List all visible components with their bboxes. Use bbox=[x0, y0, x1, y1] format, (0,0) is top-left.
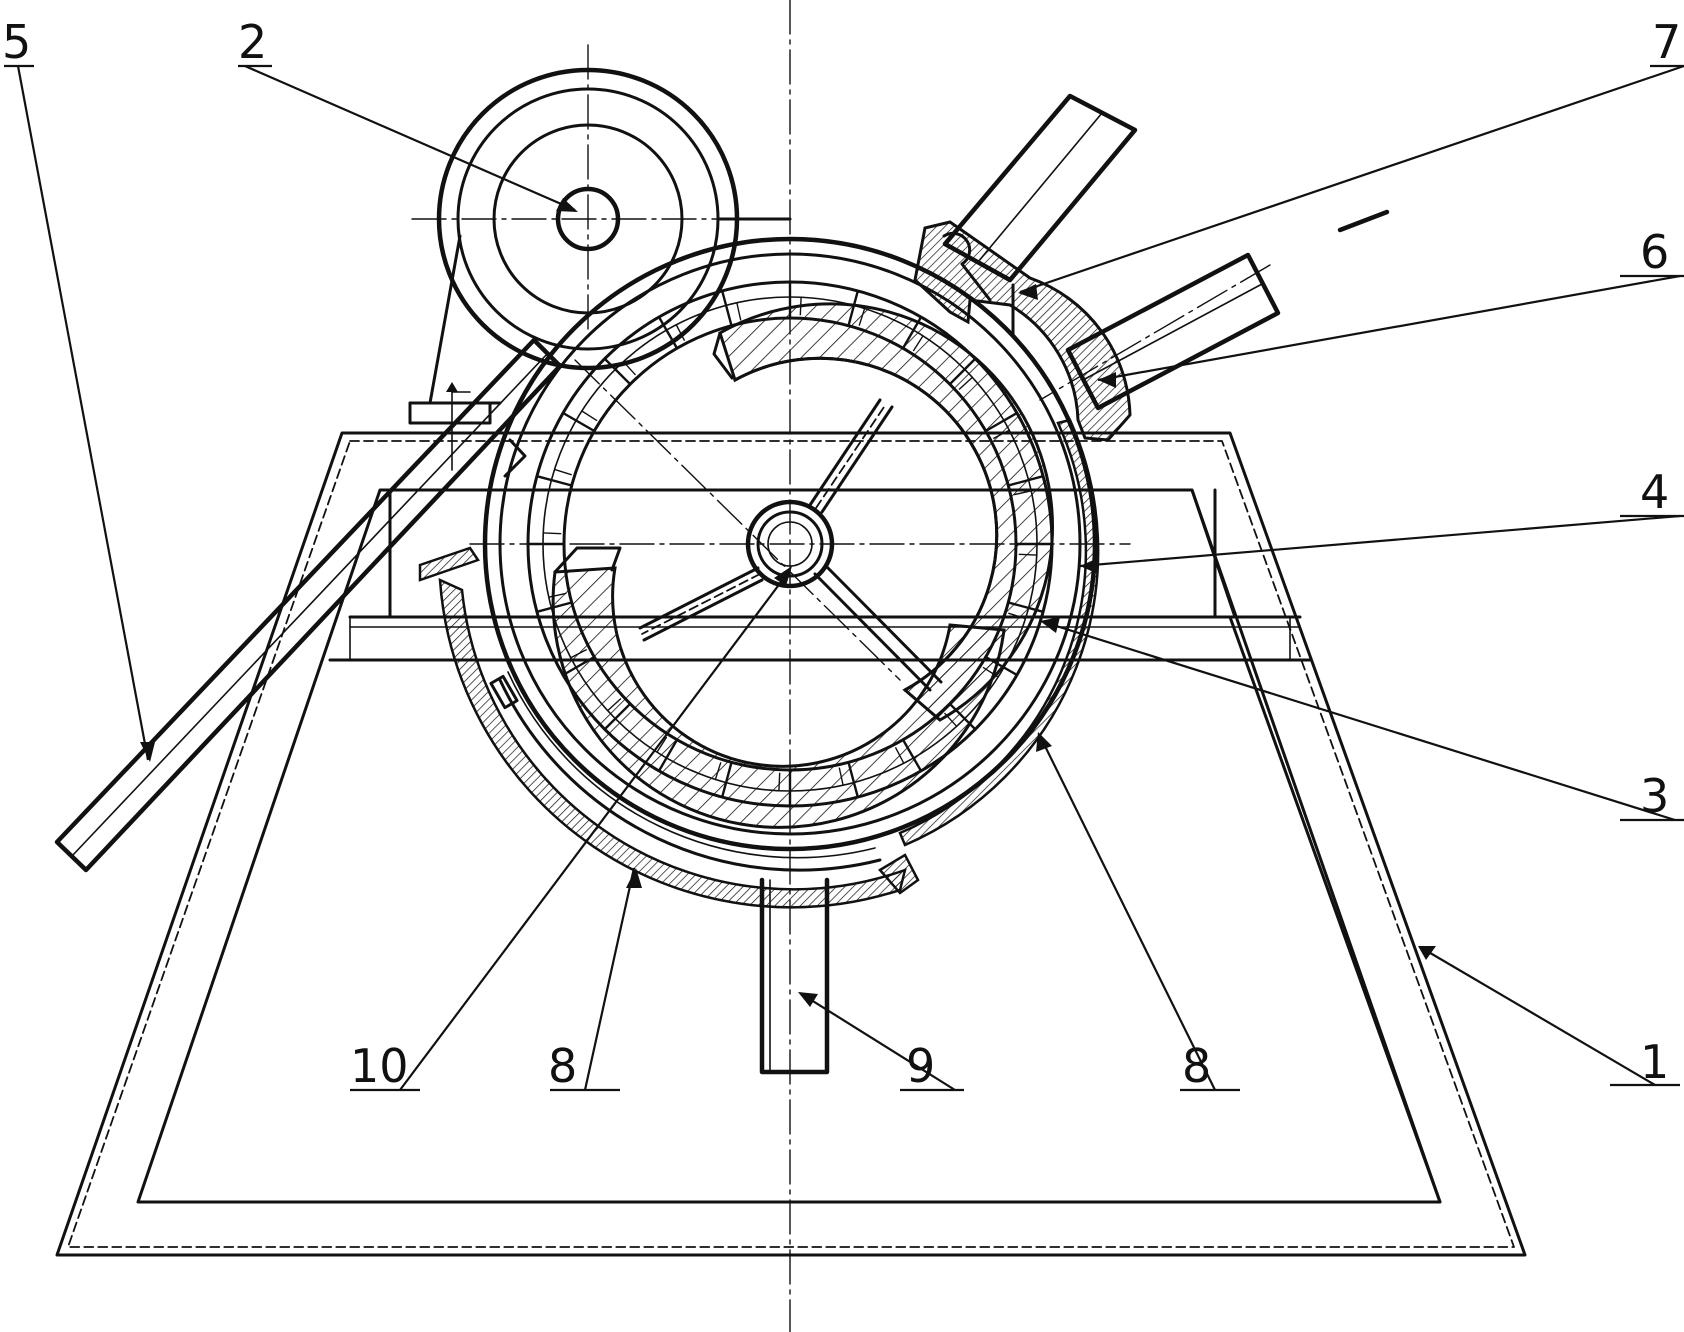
diagonal-center-line bbox=[574, 359, 901, 681]
rotor-notch-edge bbox=[543, 532, 562, 535]
rotor-crescent-bottom bbox=[551, 566, 1006, 829]
scraper-bracket bbox=[913, 220, 1132, 442]
rotor-notch-edge bbox=[622, 361, 637, 376]
inner-sieve-strip bbox=[498, 678, 882, 872]
label-5: 5 bbox=[2, 15, 31, 69]
discharge-pipe bbox=[759, 877, 830, 1075]
leader-7 bbox=[1019, 64, 1684, 294]
label-3: 3 bbox=[1640, 769, 1669, 823]
rotor-notch bbox=[603, 357, 632, 386]
leader-8-left bbox=[583, 867, 636, 1091]
label-9: 9 bbox=[906, 1039, 935, 1093]
rotor-notch bbox=[721, 290, 733, 327]
label-1: 1 bbox=[1640, 1035, 1669, 1089]
outer-shell-hatched bbox=[898, 418, 1100, 847]
label-4: 4 bbox=[1640, 465, 1669, 519]
feed-chute bbox=[54, 337, 563, 873]
label-10: 10 bbox=[350, 1039, 409, 1093]
label-8-right: 8 bbox=[1182, 1039, 1211, 1093]
rotor-notch bbox=[562, 411, 595, 433]
crescent-notch-bottom bbox=[553, 546, 622, 574]
rotor-spokes bbox=[638, 398, 943, 692]
crescent-notch-top bbox=[712, 331, 734, 380]
rotor-notch-edge bbox=[581, 410, 598, 422]
leader-9 bbox=[799, 992, 956, 1091]
rotor-notch-edge bbox=[554, 468, 572, 476]
left-shell-lip bbox=[418, 546, 480, 582]
rotor-notch-edge bbox=[736, 302, 742, 321]
leader-8-right bbox=[1039, 735, 1216, 1091]
label-6: 6 bbox=[1640, 225, 1669, 279]
leader-4 bbox=[1079, 514, 1681, 568]
motor bbox=[408, 67, 792, 471]
rotor-notch-edge bbox=[675, 324, 686, 342]
bottom-shell-hook bbox=[878, 853, 920, 895]
rotor-notch bbox=[536, 475, 573, 487]
label-7: 7 bbox=[1652, 15, 1681, 69]
rotor-hub bbox=[745, 499, 835, 589]
leader-10 bbox=[399, 569, 791, 1091]
rotor-notch bbox=[657, 316, 679, 349]
label-2: 2 bbox=[238, 15, 267, 69]
base-frame bbox=[55, 431, 1527, 1257]
leader-1 bbox=[1419, 946, 1656, 1086]
short-dash-mark bbox=[1337, 209, 1390, 233]
leader-6 bbox=[1097, 274, 1681, 382]
leader-3 bbox=[1049, 622, 1676, 822]
leader-2 bbox=[244, 64, 576, 212]
label-8-left: 8 bbox=[548, 1039, 577, 1093]
leader-5 bbox=[16, 65, 150, 761]
